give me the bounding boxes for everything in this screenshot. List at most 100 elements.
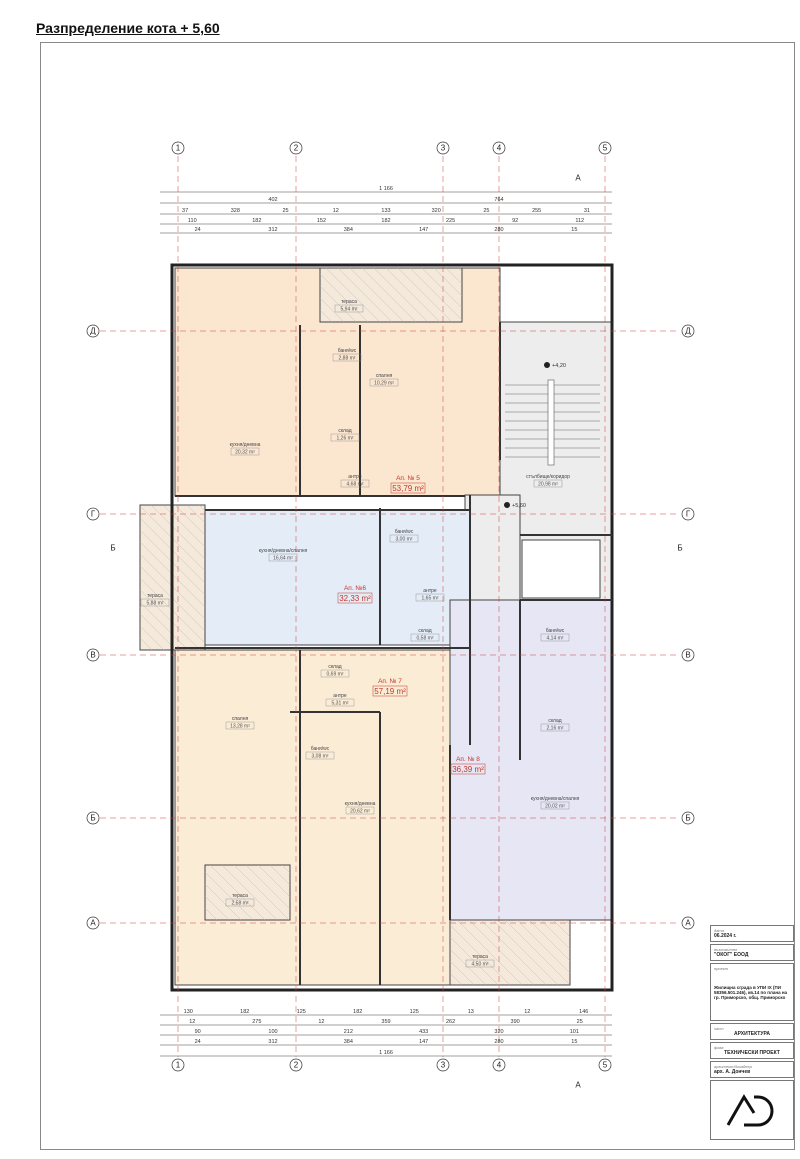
ad-logo-icon xyxy=(726,1094,774,1127)
axis-bubble xyxy=(492,141,506,155)
room-area: 3,08 m² xyxy=(312,754,329,760)
axis-label: В xyxy=(685,651,690,660)
terrace-hatch xyxy=(269,864,291,886)
room-label: тераса 2,58 m² xyxy=(225,893,255,907)
axis-bubble xyxy=(86,324,100,338)
dimension-value: 280 xyxy=(494,1039,503,1045)
axis-bubble xyxy=(436,1058,450,1072)
level-value: +4,20 xyxy=(552,363,566,369)
axis-label: А xyxy=(685,919,691,928)
terrace-hatch xyxy=(540,919,571,950)
apartment-area: 57,19 m² xyxy=(374,687,406,696)
tb-project-label: проект xyxy=(714,966,729,971)
tb-phase-label: фаза xyxy=(714,1045,724,1050)
terrace-hatch xyxy=(209,864,266,921)
tb-architect-value: арх. А. Дончев xyxy=(714,1069,751,1075)
axis-bubble xyxy=(681,811,695,825)
room-label: баня/wc2,88 m² xyxy=(332,348,362,362)
terrace-hatch xyxy=(456,919,523,986)
axis-label: Б xyxy=(685,814,690,823)
dimension-value: 312 xyxy=(268,1039,277,1045)
room-area-box xyxy=(340,479,370,488)
axis-label: 1 xyxy=(176,144,181,153)
room-name: баня/wc xyxy=(338,348,357,354)
axis-label: 4 xyxy=(497,144,502,153)
axis-label: 3 xyxy=(441,144,446,153)
terrace-hatch xyxy=(373,267,429,323)
terrace-hatch xyxy=(433,267,463,297)
terrace-hatch xyxy=(204,895,230,921)
axis-label: Д xyxy=(685,327,691,336)
dimension-value: 12 xyxy=(318,1019,324,1025)
terrace-hatch xyxy=(564,919,571,926)
terrace-hatch xyxy=(233,864,290,921)
room-area: 20,02 m² xyxy=(545,804,565,810)
dimension-value: 25 xyxy=(577,1019,583,1025)
dimension-value: 92 xyxy=(512,218,518,224)
apartment-label: Ап. № 757,19 m² xyxy=(372,678,408,697)
dimension-value: 182 xyxy=(381,218,390,224)
tb-project-value: Жилищна сграда в УПИ IX (ПИ 58356.501.24… xyxy=(714,985,788,1000)
terrace-apt8 xyxy=(449,919,571,986)
room-name: склад xyxy=(328,664,341,670)
apartment-area: 36,39 m² xyxy=(452,765,484,774)
terrace-hatch xyxy=(325,267,381,323)
dimension-value: 146 xyxy=(579,1009,588,1015)
dimension-value: 320 xyxy=(432,208,441,214)
terrace-hatch xyxy=(385,267,441,323)
axis-label: А xyxy=(90,919,96,928)
terrace-hatch xyxy=(349,267,405,323)
drawing-sheet-frame xyxy=(40,42,795,1150)
axis-label: Г xyxy=(91,510,96,519)
dimension-value: 182 xyxy=(353,1009,362,1015)
axis-bubble xyxy=(86,648,100,662)
room-area-box xyxy=(533,479,563,488)
dimension-value: 15 xyxy=(571,227,577,233)
dimension-value: 133 xyxy=(381,208,390,214)
room-area-box xyxy=(369,378,399,387)
axis-label: В xyxy=(90,651,95,660)
room-label: баня/wc3,00 m² xyxy=(389,529,419,543)
dimension-value: 110 xyxy=(188,218,197,224)
dimension-value: 255 xyxy=(532,208,541,214)
tb-part-label: част xyxy=(714,1026,724,1031)
axis-bubble xyxy=(598,141,612,155)
dimension-value: 13 xyxy=(468,1009,474,1015)
room-area: 20,32 m² xyxy=(235,450,255,456)
dimension-value: 147 xyxy=(419,1039,428,1045)
elevator-shaft xyxy=(521,539,601,599)
room-name: баня/wc xyxy=(311,746,330,752)
axis-bubble xyxy=(598,1058,612,1072)
dimension-value: 433 xyxy=(419,1029,428,1035)
room-area: 16,64 m² xyxy=(273,556,293,562)
axis-bubble xyxy=(436,141,450,155)
terrace-hatch xyxy=(319,297,345,323)
room-name: кухня/дневна/спалня xyxy=(531,796,580,802)
axis-bubble xyxy=(681,916,695,930)
room-area: 10,29 m² xyxy=(374,381,394,387)
terrace-hatch xyxy=(204,871,254,921)
terrace-hatch xyxy=(319,273,369,323)
section-mark: Б xyxy=(677,544,682,553)
dimension-value: 101 xyxy=(570,1029,579,1035)
axis-label: 5 xyxy=(603,1061,608,1070)
room-name: тераса xyxy=(232,893,248,899)
terrace-hatch xyxy=(281,864,291,874)
room-area: 13,28 m² xyxy=(230,724,250,730)
dimension-value: 384 xyxy=(344,1039,353,1045)
room-area-box xyxy=(268,553,298,562)
tb-client: възложител"ОКОГ" ЕООД xyxy=(710,944,794,961)
room-name: стълбище/коридор xyxy=(526,474,570,480)
axis-label: Г xyxy=(686,510,691,519)
room-area: 2,58 m² xyxy=(232,901,249,907)
room-area-box xyxy=(465,959,495,968)
room-name: баня/wc xyxy=(395,529,414,535)
apartment-label: Ап. № 553,79 m² xyxy=(390,475,426,494)
dimension-value: 24 xyxy=(195,1039,201,1045)
